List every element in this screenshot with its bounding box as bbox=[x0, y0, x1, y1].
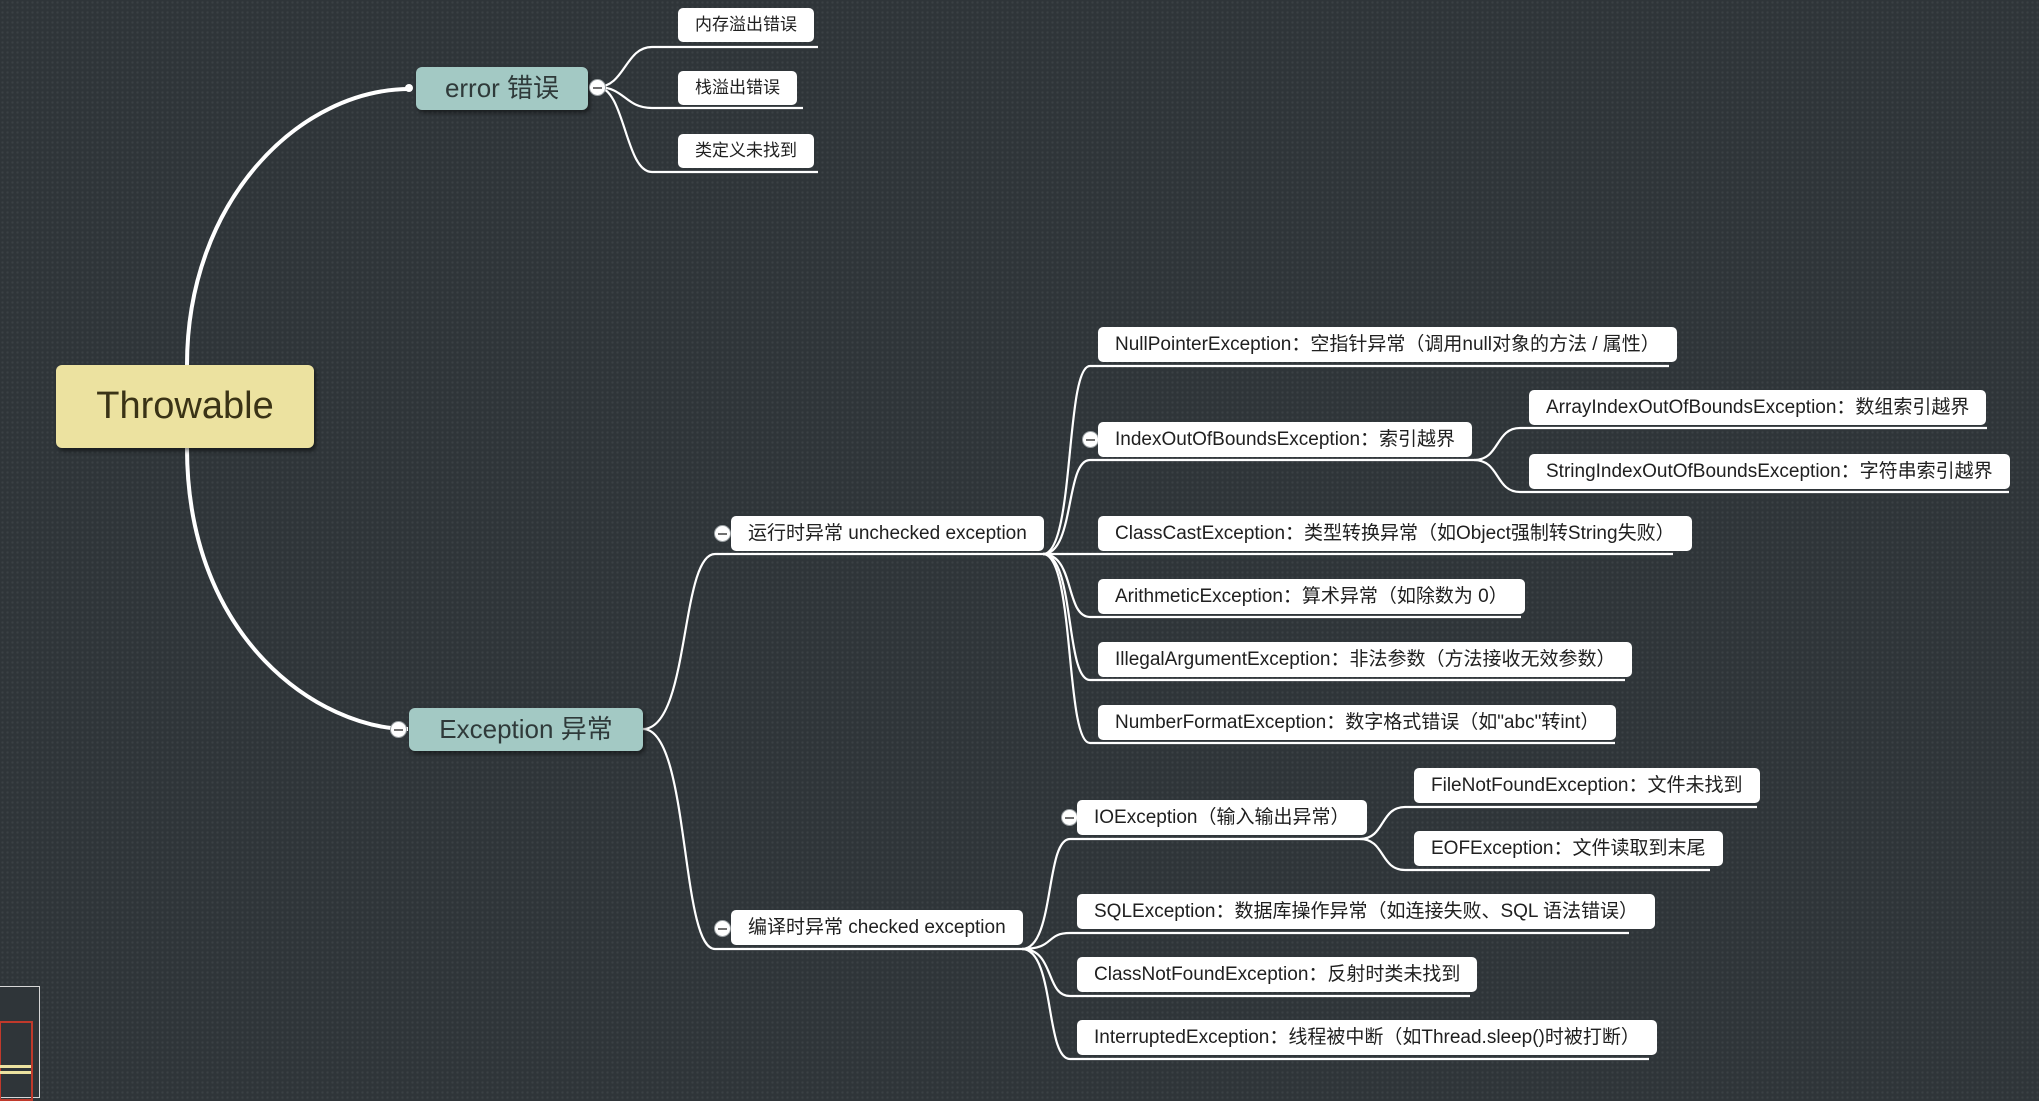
error-child-noclassdef[interactable]: 类定义未找到 bbox=[678, 134, 814, 168]
collapse-exception-icon[interactable] bbox=[390, 721, 407, 738]
collapse-index-icon[interactable] bbox=[1082, 431, 1099, 448]
exception-node[interactable]: Exception 异常 bbox=[409, 708, 643, 751]
root-node-throwable[interactable]: Throwable bbox=[56, 365, 314, 448]
file-not-found-node[interactable]: FileNotFoundException：文件未找到 bbox=[1414, 768, 1760, 803]
minimap-bar bbox=[0, 1071, 31, 1074]
npe-node[interactable]: NullPointerException：空指针异常（调用null对象的方法 /… bbox=[1098, 327, 1677, 362]
collapse-error-icon[interactable] bbox=[589, 79, 606, 96]
connector-dot bbox=[405, 84, 413, 92]
unchecked-exception-node[interactable]: 运行时异常 unchecked exception bbox=[731, 516, 1044, 551]
interrupted-exception-node[interactable]: InterruptedException：线程被中断（如Thread.sleep… bbox=[1077, 1020, 1657, 1055]
collapse-unchecked-icon[interactable] bbox=[714, 525, 731, 542]
io-exception-node[interactable]: IOException（输入输出异常） bbox=[1077, 800, 1367, 835]
minimap-bar bbox=[0, 1065, 31, 1068]
class-not-found-node[interactable]: ClassNotFoundException：反射时类未找到 bbox=[1077, 957, 1478, 992]
array-index-node[interactable]: ArrayIndexOutOfBoundsException：数组索引越界 bbox=[1529, 390, 1987, 425]
error-child-stackoverflow[interactable]: 栈溢出错误 bbox=[678, 71, 797, 105]
error-node[interactable]: error 错误 bbox=[416, 67, 588, 110]
arithmetic-node[interactable]: ArithmeticException：算术异常（如除数为 0） bbox=[1098, 579, 1525, 614]
checked-exception-node[interactable]: 编译时异常 checked exception bbox=[731, 910, 1023, 945]
collapse-checked-icon[interactable] bbox=[714, 920, 731, 937]
collapse-io-icon[interactable] bbox=[1061, 809, 1078, 826]
minimap[interactable] bbox=[0, 986, 40, 1101]
number-format-node[interactable]: NumberFormatException：数字格式错误（如"abc"转int） bbox=[1098, 705, 1617, 740]
minimap-viewport[interactable] bbox=[0, 1021, 33, 1101]
index-out-of-bounds-node[interactable]: IndexOutOfBoundsException：索引越界 bbox=[1098, 422, 1473, 457]
error-child-oom[interactable]: 内存溢出错误 bbox=[678, 8, 814, 42]
class-cast-node[interactable]: ClassCastException：类型转换异常（如Object强制转Stri… bbox=[1098, 516, 1692, 551]
eof-exception-node[interactable]: EOFException：文件读取到末尾 bbox=[1414, 831, 1723, 866]
sql-exception-node[interactable]: SQLException：数据库操作异常（如连接失败、SQL 语法错误） bbox=[1077, 894, 1656, 929]
string-index-node[interactable]: StringIndexOutOfBoundsException：字符串索引越界 bbox=[1529, 454, 2010, 489]
illegal-argument-node[interactable]: IllegalArgumentException：非法参数（方法接收无效参数） bbox=[1098, 642, 1633, 677]
